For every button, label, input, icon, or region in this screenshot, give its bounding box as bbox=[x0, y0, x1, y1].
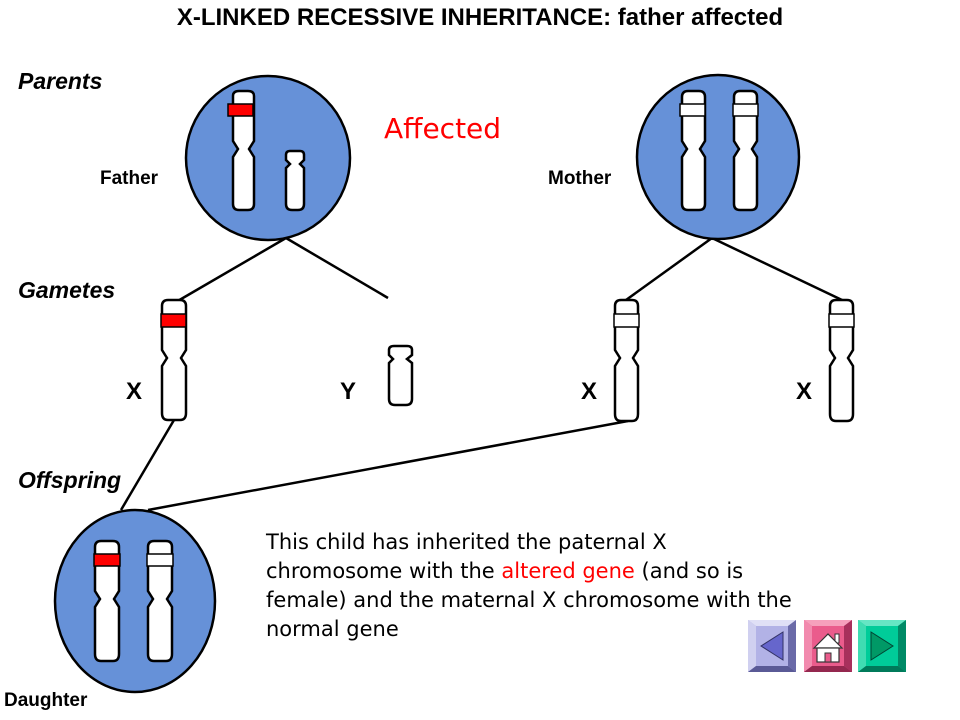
triangle-left-icon bbox=[748, 620, 796, 672]
mother-x-chromosome-2 bbox=[732, 89, 759, 212]
gamete-mother-x-chromosome-2 bbox=[828, 298, 855, 423]
mother-to-x1-line bbox=[625, 236, 713, 302]
forward-button[interactable] bbox=[858, 620, 906, 672]
father-x-to-daughter-line bbox=[119, 419, 176, 511]
gamete-father-altered-gene-band bbox=[160, 313, 187, 328]
daughter-paternal-x-chromosome bbox=[93, 539, 121, 663]
mother-to-x2-line bbox=[711, 236, 843, 302]
home-icon bbox=[804, 620, 852, 672]
father-to-x-line bbox=[175, 236, 287, 304]
gamete-label-father-x: X bbox=[126, 378, 143, 405]
triangle-right-icon bbox=[858, 620, 906, 672]
altered-gene-highlight: altered gene bbox=[501, 559, 635, 583]
daughter-normal-gene-band bbox=[146, 553, 174, 567]
back-button[interactable] bbox=[748, 620, 796, 672]
page-title: X-LINKED RECESSIVE INHERITANCE: father a… bbox=[176, 4, 784, 31]
gamete-mother-normal-gene-band-1 bbox=[613, 313, 640, 328]
home-button[interactable] bbox=[804, 620, 852, 672]
gamete-label-y: Y bbox=[340, 378, 357, 405]
explanation-part-2: (and so is female) and the maternal X ch… bbox=[266, 559, 792, 641]
section-label-offspring: Offspring bbox=[18, 467, 122, 493]
father-to-y-line bbox=[285, 236, 389, 300]
mother-x-chromosome-1 bbox=[679, 89, 707, 212]
daughter-altered-gene-band bbox=[93, 553, 121, 567]
explanation-part-1: This child has inherited the paternal X … bbox=[266, 530, 667, 583]
daughter-label: Daughter bbox=[4, 690, 88, 711]
gamete-y-chromosome bbox=[387, 344, 414, 407]
gamete-label-mother-x1: X bbox=[581, 378, 598, 405]
mother-normal-gene-band-1 bbox=[679, 103, 706, 117]
father-cell bbox=[184, 74, 352, 242]
daughter-maternal-x-chromosome bbox=[146, 539, 174, 663]
section-label-parents: Parents bbox=[18, 68, 103, 94]
father-label: Father bbox=[100, 168, 159, 189]
mother-cell bbox=[635, 73, 801, 241]
father-x-chromosome bbox=[227, 89, 256, 212]
father-altered-gene-band bbox=[227, 103, 254, 117]
affected-status-label: Affected bbox=[384, 112, 502, 145]
gamete-mother-x-chromosome-1 bbox=[613, 298, 640, 423]
section-label-gametes: Gametes bbox=[18, 277, 116, 303]
gamete-label-mother-x2: X bbox=[796, 378, 813, 405]
mother-normal-gene-band-2 bbox=[732, 103, 759, 117]
gamete-father-x-chromosome bbox=[160, 298, 188, 422]
daughter-cell bbox=[53, 508, 217, 694]
explanation-text: This child has inherited the paternal X … bbox=[266, 528, 806, 644]
mother-label: Mother bbox=[548, 168, 612, 189]
gamete-mother-normal-gene-band-2 bbox=[828, 313, 855, 328]
mother-x-to-daughter-line bbox=[147, 419, 629, 512]
father-y-chromosome bbox=[284, 149, 306, 212]
